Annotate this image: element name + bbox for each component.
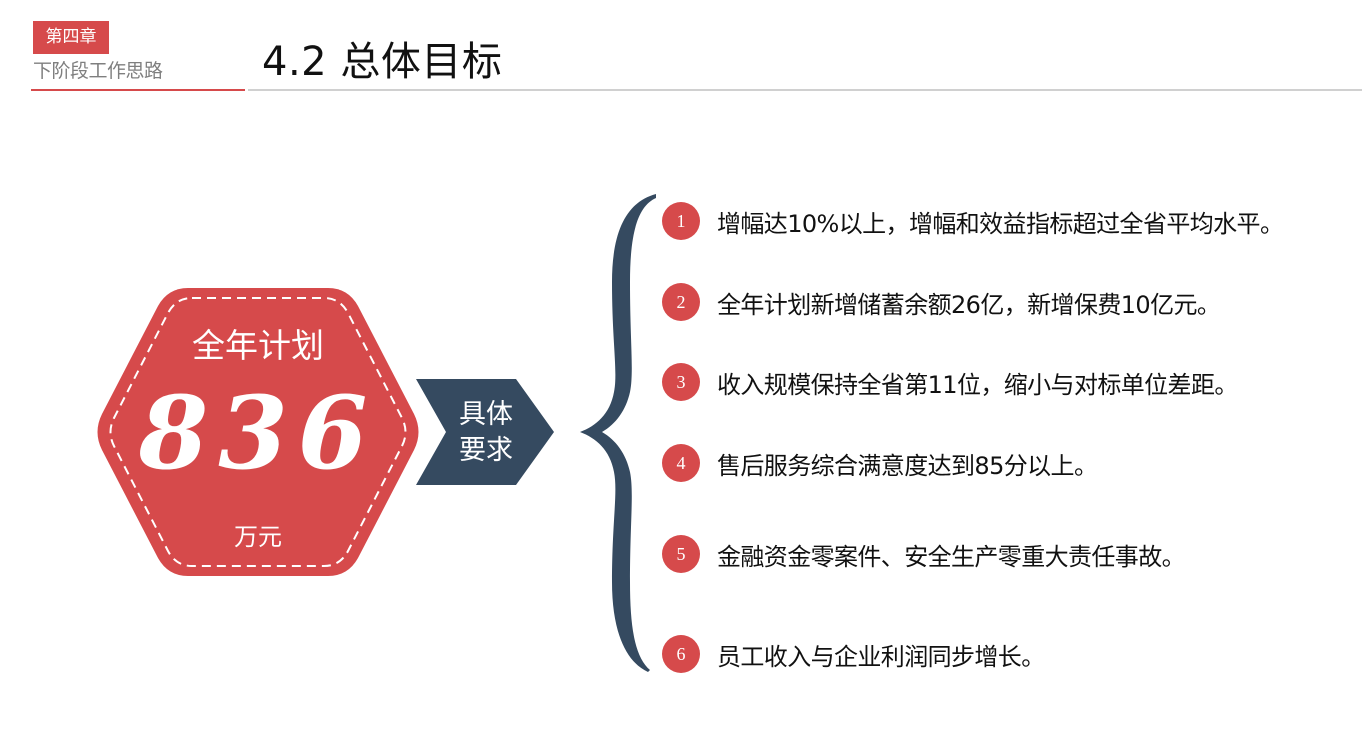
goal-item-5: 5 金融资金零案件、安全生产零重大责任事故。 (662, 534, 1186, 574)
chevron-label-line2: 要求 (459, 435, 513, 466)
curly-brace-icon (580, 194, 656, 672)
header-rule-red (31, 89, 245, 91)
goal-item-2: 2 全年计划新增储蓄余额26亿，新增保费10亿元。 (662, 282, 1221, 322)
goal-number-badge: 3 (662, 363, 700, 401)
chevron-label-line1: 具体 (459, 399, 513, 430)
goal-number-badge: 1 (662, 202, 700, 240)
goal-text: 全年计划新增储蓄余额26亿，新增保费10亿元。 (717, 290, 1221, 319)
goal-item-1: 1 增幅达10%以上，增幅和效益指标超过全省平均水平。 (662, 201, 1284, 241)
plan-label: 全年计划 (192, 326, 324, 365)
goal-item-3: 3 收入规模保持全省第11位，缩小与对标单位差距。 (662, 362, 1238, 402)
goal-number-badge: 5 (662, 535, 700, 573)
hexagon-shape (97, 288, 419, 576)
goal-number-badge: 2 (662, 283, 700, 321)
goal-number-badge: 6 (662, 635, 700, 673)
plan-unit: 万元 (234, 523, 282, 551)
goal-text: 金融资金零案件、安全生产零重大责任事故。 (717, 542, 1186, 571)
goal-item-4: 4 售后服务综合满意度达到85分以上。 (662, 443, 1098, 483)
goal-text: 收入规模保持全省第11位，缩小与对标单位差距。 (717, 370, 1238, 399)
page-title: 4.2 总体目标 (262, 39, 503, 85)
goal-item-6: 6 员工收入与企业利润同步增长。 (662, 634, 1045, 674)
goal-text: 售后服务综合满意度达到85分以上。 (717, 451, 1098, 480)
goal-text: 增幅达10%以上，增幅和效益指标超过全省平均水平。 (717, 209, 1284, 238)
chevron-label: 具体 要求 (446, 397, 526, 469)
chapter-badge: 第四章 (33, 21, 109, 54)
plan-value: 836 (138, 374, 378, 492)
goal-text: 员工收入与企业利润同步增长。 (717, 642, 1045, 671)
header-rule-gray (248, 89, 1362, 91)
requirements-chevron: 具体 要求 (416, 379, 554, 485)
annual-plan-hexagon: 全年计划 836 万元 (96, 286, 420, 578)
goal-number-badge: 4 (662, 444, 700, 482)
chevron-arrow-icon (416, 379, 554, 485)
chapter-subtitle: 下阶段工作思路 (33, 60, 163, 82)
